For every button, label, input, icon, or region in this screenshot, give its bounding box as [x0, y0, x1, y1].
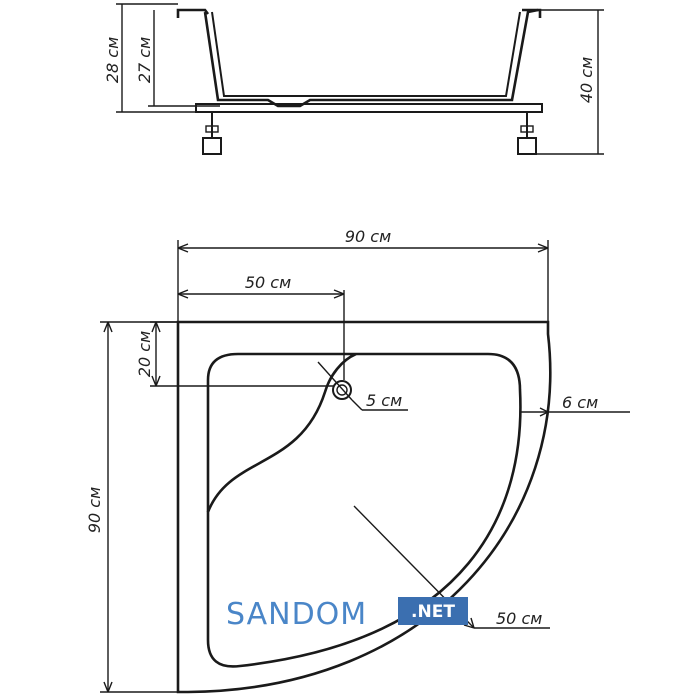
dim-5cm: 5 см — [366, 391, 402, 410]
tray-inner-basin — [206, 352, 522, 668]
dim-90cm-left: 90 см — [85, 487, 104, 533]
dim-40cm: 40 см — [577, 57, 596, 103]
top-view: 90 см 50 см 20 см 5 см 6 см 90 см 50 см — [85, 227, 630, 694]
logo-text: SANDOM — [226, 597, 367, 632]
tray-inner-left — [206, 352, 239, 512]
logo-suffix: .NET — [411, 602, 455, 622]
dim-6cm: 6 см — [562, 393, 598, 412]
logo-badge — [398, 597, 468, 625]
dim-50cm-drain: 50 см — [245, 273, 291, 292]
side-feet — [202, 112, 537, 155]
dim-50cm-radius: 50 см — [496, 609, 542, 628]
side-view: 28 см 27 см 40 см — [103, 3, 604, 155]
side-base-frame — [195, 103, 543, 113]
sandom-logo: SANDOM .NET — [226, 597, 468, 632]
dim-28cm: 28 см — [103, 37, 122, 83]
side-basin-outline — [203, 8, 539, 108]
drain — [332, 380, 352, 400]
side-right-rim — [522, 8, 542, 18]
dim-27cm: 27 см — [135, 37, 154, 83]
dim-20cm: 20 см — [135, 331, 154, 377]
dim-90cm-top: 90 см — [345, 227, 391, 246]
tray-outer-outline — [176, 320, 552, 694]
side-basin-inner — [211, 11, 521, 97]
side-left-rim — [176, 8, 210, 18]
